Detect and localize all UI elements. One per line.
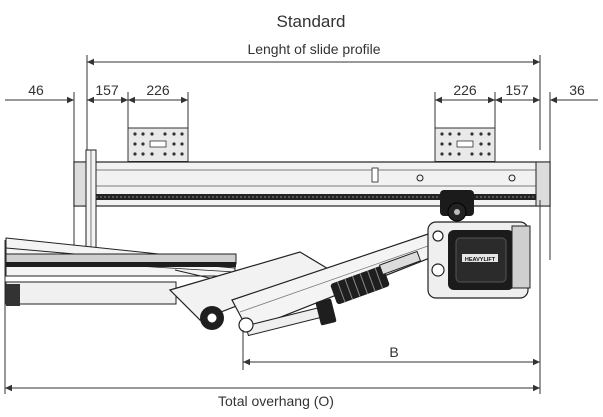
dimension-b-label: B bbox=[389, 344, 398, 360]
slide-profile-rail bbox=[73, 161, 551, 207]
dim-left-gap: 157 bbox=[95, 82, 119, 98]
dim-right-gap: 157 bbox=[505, 82, 529, 98]
dimension-b bbox=[242, 330, 540, 370]
lower-rod bbox=[238, 298, 337, 337]
gas-spring-cylinder bbox=[330, 250, 422, 305]
dim-right-offset: 36 bbox=[569, 82, 585, 98]
slide-profile-label: Lenght of slide profile bbox=[247, 41, 380, 57]
trolley-carriage bbox=[440, 190, 474, 222]
motor-badge: HEAVYLIFT bbox=[465, 257, 496, 263]
lifting-frame bbox=[5, 237, 303, 306]
dim-left-offset: 46 bbox=[28, 82, 44, 98]
mounting-bracket-left bbox=[127, 127, 189, 163]
total-overhang-label: Total overhang (O) bbox=[218, 393, 334, 409]
mounting-bracket-right bbox=[434, 127, 496, 163]
dimension-total-overhang bbox=[4, 200, 541, 394]
support-post bbox=[85, 149, 97, 251]
dim-left-bracket: 226 bbox=[146, 82, 170, 98]
drawing-title: Standard bbox=[277, 12, 346, 31]
dim-right-bracket: 226 bbox=[453, 82, 477, 98]
motor-housing bbox=[427, 221, 531, 299]
